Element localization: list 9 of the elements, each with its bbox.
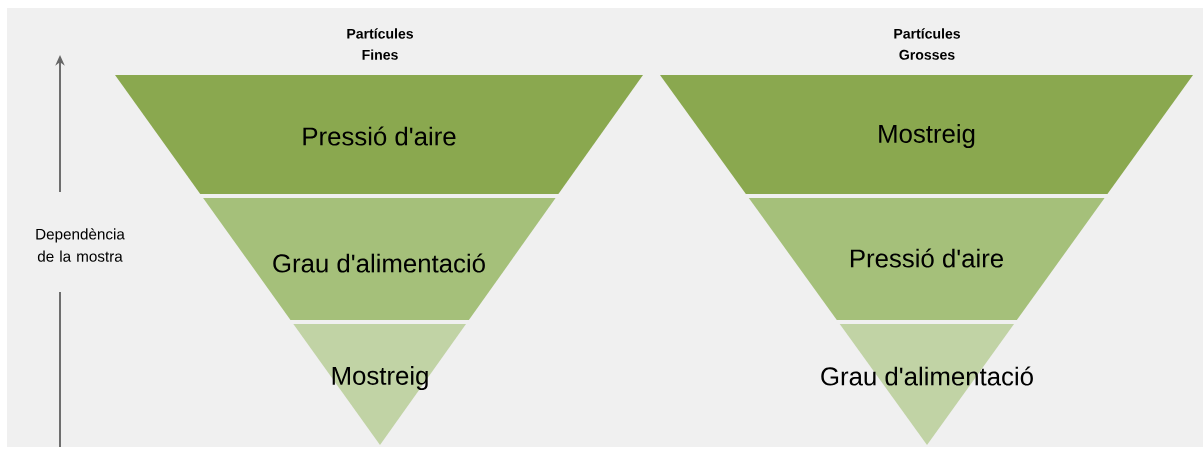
funnel-band: Grau d'alimentació [821, 324, 1033, 445]
funnel-band: Pressió d'aire [748, 198, 1105, 320]
funnel-band: Mostreig [293, 324, 466, 445]
axis-label: Dependència de la mostra [36, 228, 125, 262]
funnel-band: Pressió d'aire [115, 75, 643, 194]
funnel-band: Mostreig [660, 75, 1193, 194]
column-heading: Partícules Grosses [894, 28, 961, 60]
funnel-band: Grau d'alimentació [203, 198, 556, 320]
column-heading: Partícules Fines [347, 28, 414, 60]
